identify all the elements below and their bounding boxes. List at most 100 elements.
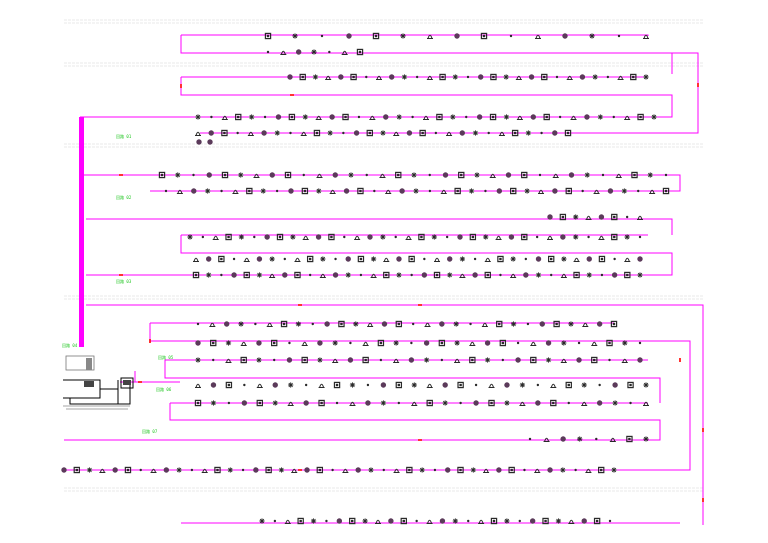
device-star-symbol-14-9 <box>317 357 323 363</box>
wire-run-8 <box>86 234 673 276</box>
device-star-symbol-14-1 <box>195 357 201 363</box>
device-square-symbol-5-18-frame <box>419 129 426 137</box>
device-circle-symbol-18-20 <box>304 467 310 473</box>
device-dot-symbol-2-1 <box>266 50 270 54</box>
device-bell-symbol-7-32 <box>593 189 600 194</box>
wire-marker-11 <box>418 439 422 441</box>
device-dot-symbol-10-19 <box>423 257 426 261</box>
device-square-symbol-1-9-frame <box>480 32 488 40</box>
device-dot-symbol-12-1 <box>196 322 200 326</box>
device-square-symbol-1-1-core <box>266 34 270 38</box>
device-star-symbol-18-18 <box>278 467 285 473</box>
device-circle-symbol-10-17 <box>396 256 402 262</box>
device-square-symbol-9-12-core <box>330 235 333 239</box>
device-square-symbol-18-6-core <box>126 468 130 472</box>
device-bell-symbol-5-16 <box>393 131 400 136</box>
device-square-symbol-12-15 <box>395 320 403 328</box>
device-dot-symbol-16-18 <box>459 401 462 405</box>
device-row-10 <box>193 255 643 263</box>
device-square-symbol-18-28-core <box>408 468 411 472</box>
device-star-symbol-10-11 <box>320 256 326 262</box>
device-square-symbol-11-9-frame <box>294 271 301 279</box>
device-square-symbol-15-25-frame <box>565 381 572 389</box>
device-circle-symbol-15-13 <box>380 382 387 388</box>
device-star-symbol-15-15 <box>411 382 417 388</box>
device-bell-symbol-3-12 <box>426 75 433 80</box>
device-bell-symbol-11-26 <box>510 273 517 278</box>
device-star-symbol-6-2 <box>175 172 181 178</box>
device-dot-symbol-7-31 <box>581 189 584 193</box>
device-dot-symbol-6-25 <box>538 173 542 177</box>
device-square-symbol-16-5-core <box>258 401 261 405</box>
device-circle-symbol-7-3 <box>191 188 197 194</box>
device-square-symbol-18-13 <box>214 466 221 474</box>
device-square-symbol-4-34 <box>637 113 644 121</box>
device-star-symbol-10-30 <box>561 256 567 262</box>
device-square-symbol-12-7-core <box>282 322 286 326</box>
device-square-symbol-19-27-core <box>595 519 599 523</box>
device-star-symbol-13-18 <box>454 340 460 346</box>
device-square-symbol-11-9-core <box>296 273 299 277</box>
device-star-symbol-5-11 <box>327 130 333 136</box>
device-square-symbol-15-18-core <box>459 383 462 387</box>
device-square-symbol-10-10-core <box>308 257 312 261</box>
device-square-symbol-19-8-frame <box>349 517 356 525</box>
device-star-symbol-12-19 <box>453 321 459 327</box>
device-square-symbol-9-4-core <box>227 235 230 239</box>
wire-marker-5 <box>119 274 123 276</box>
device-row-15 <box>195 381 649 389</box>
device-square-symbol-14-12-core <box>364 358 367 362</box>
device-square-symbol-7-30 <box>565 187 572 195</box>
device-square-symbol-18-21 <box>316 466 324 474</box>
device-circle-symbol-13-1 <box>195 340 201 346</box>
device-square-symbol-16-16 <box>426 399 433 407</box>
device-square-symbol-16-5-frame <box>256 399 263 407</box>
device-square-symbol-6-31-core <box>633 173 636 177</box>
device-bell-symbol-7-6 <box>232 189 239 194</box>
device-circle-symbol-7-25 <box>496 188 503 194</box>
circuit-wiring <box>64 34 704 525</box>
device-star-symbol-9-1 <box>187 234 193 240</box>
wire-marker-7 <box>418 304 422 306</box>
device-bell-symbol-11-7 <box>269 273 276 278</box>
device-dot-symbol-4-21 <box>465 115 468 119</box>
device-bell-symbol-12-6 <box>266 322 273 327</box>
device-square-symbol-1-9 <box>480 32 488 40</box>
device-bell-symbol-18-42 <box>585 468 592 473</box>
device-bell-symbol-4-25 <box>516 115 523 120</box>
device-star-symbol-5-26 <box>525 130 531 136</box>
device-square-symbol-9-23 <box>469 233 477 241</box>
device-dot-symbol-4-6 <box>263 115 267 119</box>
device-dot-symbol-7-35 <box>637 189 640 193</box>
device-row-18 <box>61 466 617 474</box>
device-circle-symbol-3-1 <box>287 74 293 80</box>
panel-module-2 <box>120 377 134 389</box>
device-star-symbol-17-8 <box>643 436 649 442</box>
device-square-symbol-13-28-core <box>608 341 611 345</box>
device-dot-symbol-18-22 <box>331 468 334 472</box>
device-square-symbol-1-1 <box>264 32 272 40</box>
device-circle-symbol-4-11 <box>329 114 335 120</box>
device-square-symbol-7-26-core <box>512 189 515 193</box>
device-bell-symbol-13-23 <box>530 341 537 346</box>
device-square-symbol-9-8-frame <box>276 233 284 241</box>
device-square-symbol-11-35-frame <box>624 271 631 279</box>
device-dot-symbol-13-26 <box>577 341 581 345</box>
device-bell-symbol-15-16 <box>426 383 433 388</box>
device-square-symbol-16-24-frame <box>550 399 557 407</box>
device-square-symbol-18-17 <box>265 466 272 474</box>
wire-markers <box>119 83 704 502</box>
device-square-symbol-6-24 <box>521 171 528 179</box>
device-square-symbol-18-13-core <box>216 468 219 472</box>
device-square-symbol-12-7-frame <box>280 320 288 328</box>
device-bell-symbol-6-22 <box>489 173 496 178</box>
device-bell-symbol-19-25 <box>568 519 575 524</box>
device-bell-symbol-16-26 <box>581 401 588 406</box>
device-dot-symbol-11-33 <box>600 273 604 277</box>
device-bell-symbol-6-11 <box>316 173 323 178</box>
device-bell-symbol-6-26 <box>552 173 559 178</box>
device-circle-symbol-19-26 <box>581 518 587 524</box>
device-square-symbol-5-3 <box>221 129 228 137</box>
device-bell-symbol-3-8 <box>376 75 382 80</box>
